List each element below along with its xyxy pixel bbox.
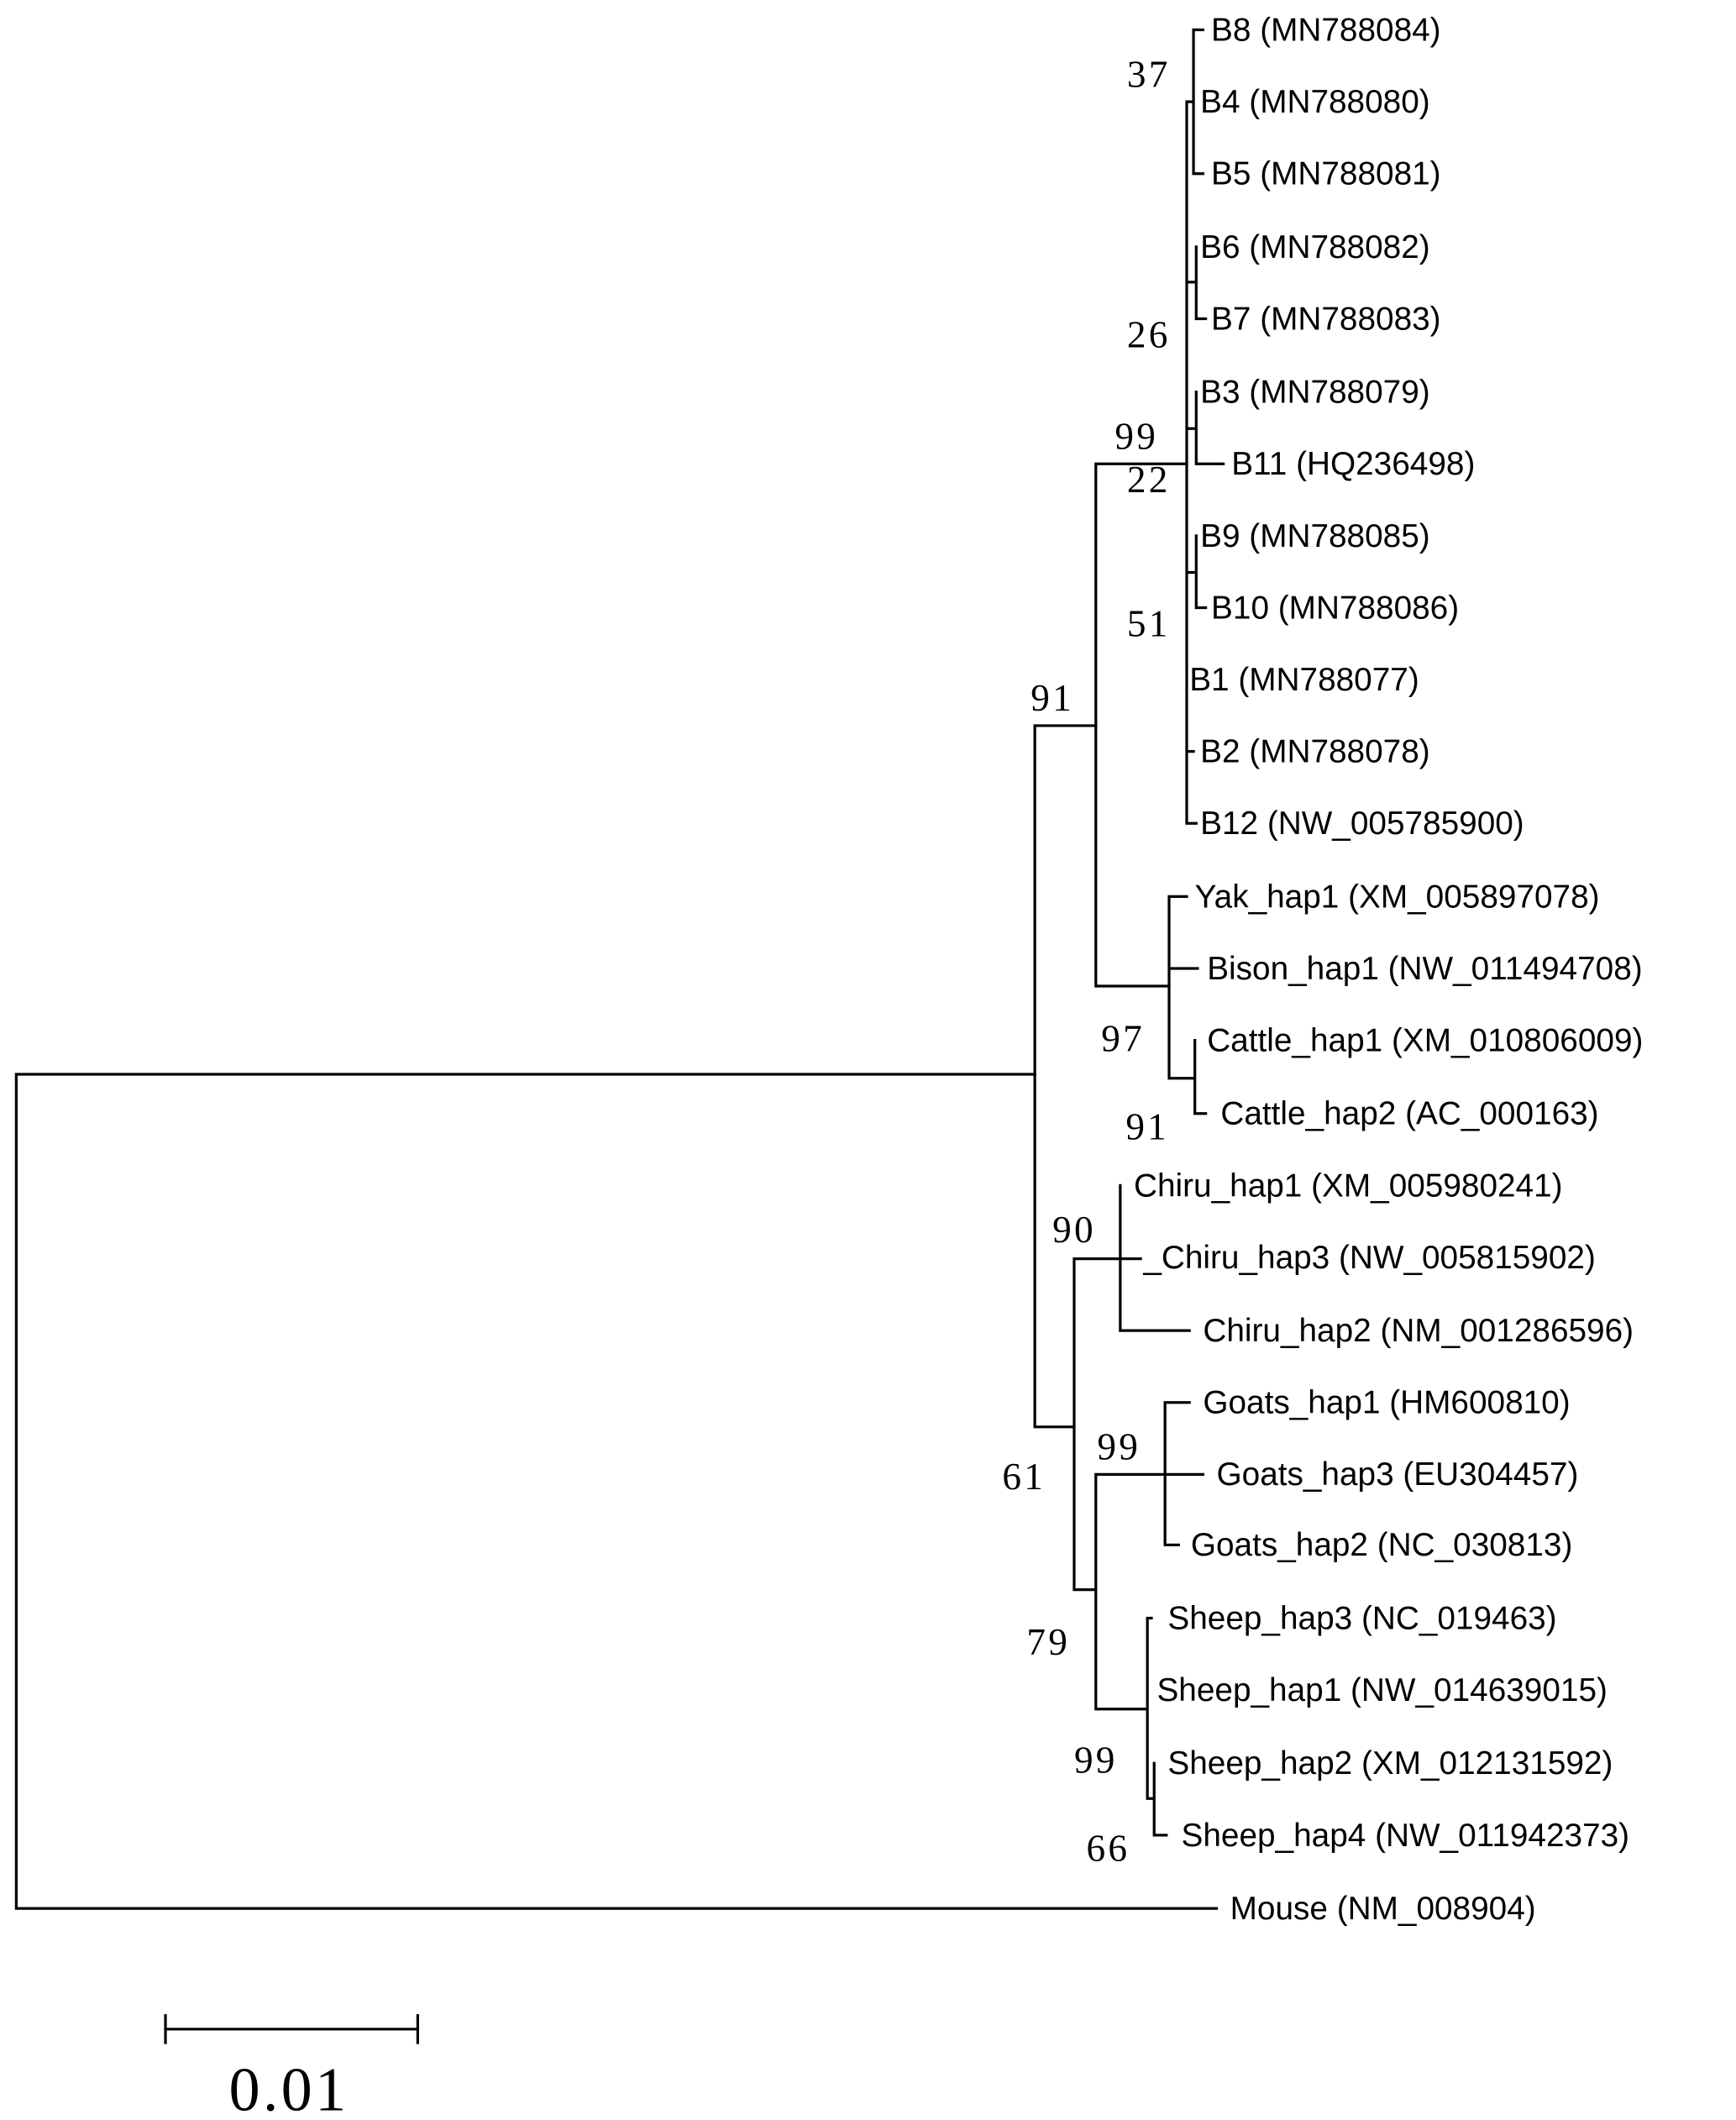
bootstrap-value: 37 bbox=[1127, 53, 1171, 95]
leaf-label: Chiru_hap1 (XM_005980241) bbox=[1134, 1168, 1563, 1204]
bootstrap-value: 91 bbox=[1125, 1105, 1169, 1147]
branch-bos bbox=[1094, 462, 1188, 988]
leaf-labels: B8 (MN788084) B4 (MN788080) B5 (MN788081… bbox=[1134, 12, 1643, 1927]
leaf-label: Chiru_hap2 (NM_001286596) bbox=[1203, 1313, 1634, 1349]
scale-bar-line bbox=[164, 2014, 419, 2044]
bootstrap-values: 37 26 99 22 51 91 97 91 90 61 99 79 99 6… bbox=[1002, 53, 1171, 1870]
leaf-label: B10 (MN788086) bbox=[1211, 590, 1459, 626]
branch-ingroup bbox=[1033, 724, 1098, 1429]
bootstrap-value: 79 bbox=[1026, 1621, 1070, 1663]
bootstrap-value: 66 bbox=[1086, 1828, 1130, 1870]
branches bbox=[14, 28, 1225, 1910]
leaf-label: B4 (MN788080) bbox=[1200, 84, 1430, 120]
bootstrap-value: 91 bbox=[1031, 677, 1074, 719]
leaf-label: B9 (MN788085) bbox=[1200, 518, 1430, 554]
bootstrap-value: 99 bbox=[1097, 1426, 1141, 1468]
leaf-label: Sheep_hap4 (NW_011942373) bbox=[1182, 1818, 1630, 1854]
bootstrap-value: 99 bbox=[1074, 1740, 1118, 1782]
leaf-label: B12 (NW_005785900) bbox=[1200, 805, 1524, 842]
leaf-label: Goats_hap3 (EU304457) bbox=[1217, 1456, 1579, 1493]
bootstrap-value: 22 bbox=[1127, 459, 1171, 501]
leaf-label: B11 (HQ236498) bbox=[1231, 446, 1475, 482]
leaf-label: Cattle_hap1 (XM_010806009) bbox=[1207, 1023, 1643, 1059]
bootstrap-value: 90 bbox=[1052, 1209, 1096, 1251]
leaf-label: B7 (MN788083) bbox=[1211, 301, 1441, 337]
leaf-label: Goats_hap2 (NC_030813) bbox=[1191, 1527, 1573, 1563]
leaf-label: Bison_hap1 (NW_011494708) bbox=[1207, 951, 1642, 987]
scale-bar: 0.01 bbox=[164, 2014, 419, 2120]
bootstrap-value: 99 bbox=[1115, 416, 1158, 458]
leaf-label: B3 (MN788079) bbox=[1200, 375, 1430, 411]
leaf-label: _Chiru_hap3 (NW_005815902) bbox=[1142, 1240, 1596, 1276]
leaf-label: Sheep_hap3 (NC_019463) bbox=[1167, 1600, 1556, 1636]
leaf-label: B8 (MN788084) bbox=[1211, 12, 1441, 48]
leaf-label: Cattle_hap2 (AC_000163) bbox=[1220, 1096, 1598, 1132]
leaf-label: Sheep_hap2 (XM_012131592) bbox=[1167, 1745, 1613, 1782]
leaf-label: Yak_hap1 (XM_005897078) bbox=[1195, 879, 1600, 915]
branch-caprinae bbox=[1073, 1183, 1204, 1837]
scale-bar-label: 0.01 bbox=[229, 2056, 349, 2120]
leaf-label: Mouse (NM_008904) bbox=[1230, 1891, 1536, 1927]
leaf-label: B5 (MN788081) bbox=[1211, 156, 1441, 192]
branch-yak-bison-cattle bbox=[1167, 895, 1208, 1115]
branch-root bbox=[14, 1073, 1219, 1910]
bootstrap-value: 97 bbox=[1101, 1018, 1145, 1060]
leaf-label: B1 (MN788077) bbox=[1189, 662, 1419, 698]
leaf-label: Goats_hap1 (HM600810) bbox=[1203, 1385, 1570, 1421]
bootstrap-value: 26 bbox=[1127, 313, 1171, 355]
branch-b-clade bbox=[1185, 28, 1225, 825]
leaf-label: Sheep_hap1 (NW_014639015) bbox=[1156, 1672, 1607, 1708]
leaf-label: B2 (MN788078) bbox=[1200, 734, 1430, 770]
bootstrap-value: 51 bbox=[1127, 602, 1171, 644]
leaf-label: B6 (MN788082) bbox=[1200, 229, 1430, 265]
bootstrap-value: 61 bbox=[1002, 1456, 1046, 1498]
